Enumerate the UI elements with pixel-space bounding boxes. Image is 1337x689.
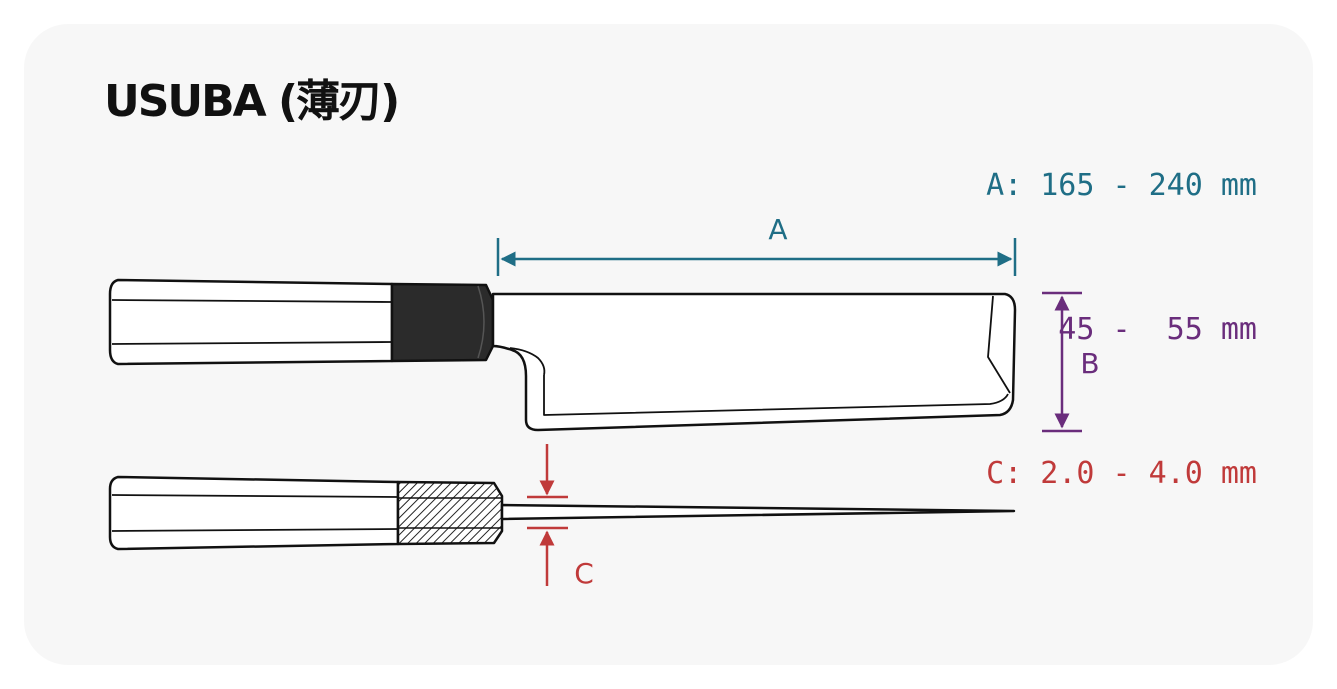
page-title: USUBA (薄刃)	[104, 76, 400, 127]
dimension-a-label: A	[768, 213, 787, 246]
side-blade	[491, 292, 1017, 432]
side-view-knife	[108, 278, 1017, 432]
dimension-a: A	[496, 213, 1017, 276]
top-ferrule	[396, 480, 504, 546]
dimension-b-label: B	[1080, 347, 1099, 380]
dimension-c: C	[527, 444, 594, 590]
spec-c: C: 2.0 - 4.0 mm	[986, 456, 1257, 491]
dimension-b: B	[1042, 291, 1100, 433]
top-blade	[500, 503, 1016, 521]
side-handle	[108, 278, 394, 366]
top-handle	[108, 475, 400, 551]
side-ferrule	[390, 282, 495, 363]
top-view-knife	[108, 475, 1016, 551]
spec-a: A: 165 - 240 mm	[986, 168, 1257, 203]
dimension-c-label: C	[574, 557, 594, 590]
